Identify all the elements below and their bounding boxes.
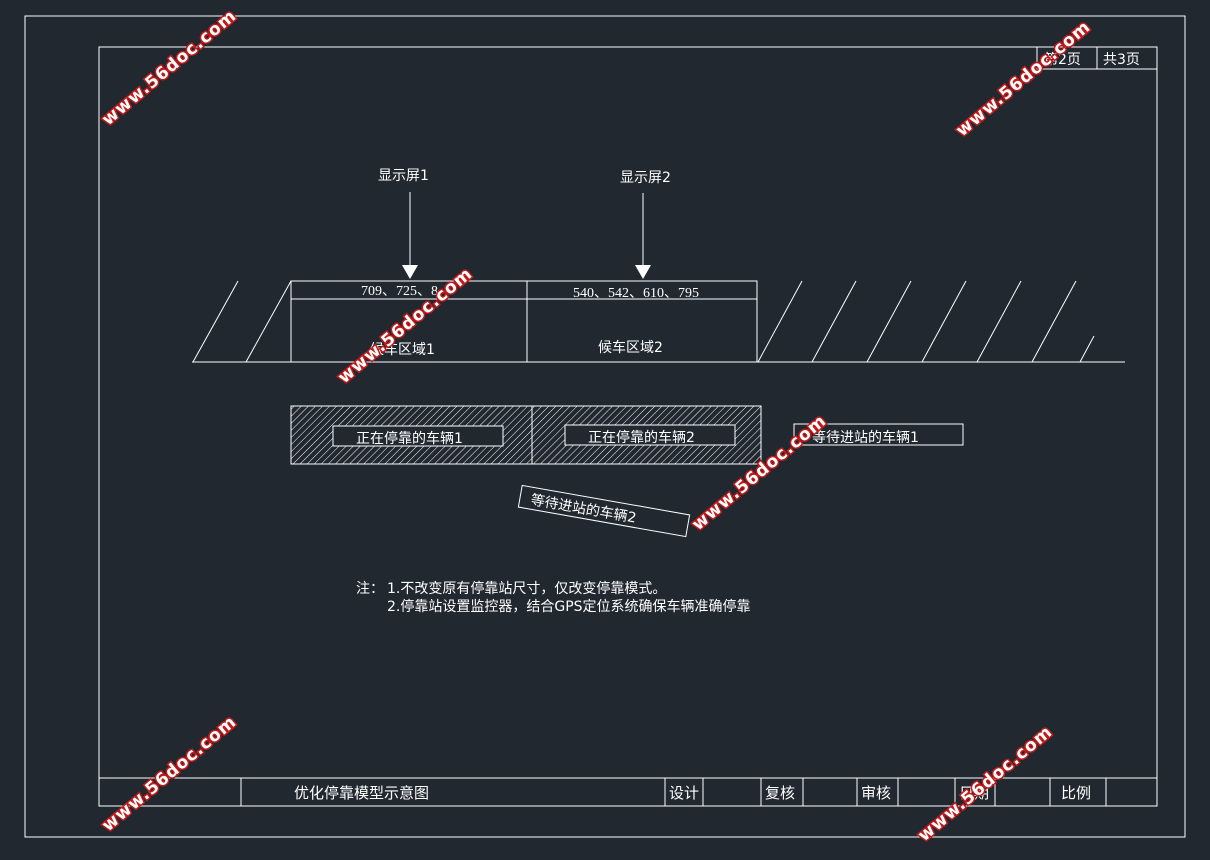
waiting-vehicle-1: 等待进站的车辆1 [793,423,964,446]
screen1-label: 显示屏1 [378,168,429,184]
note-1: 1.不改变原有停靠站尺寸，仅改变停靠模式。 [387,580,666,597]
docked-vehicle-2: 正在停靠的车辆2 [564,424,736,446]
inner-frame [98,46,1158,807]
arrow-down-icon [635,265,651,279]
watermark: www.56doc.com [952,17,1094,141]
watermark: www.56doc.com [334,264,476,388]
docked-vehicle-2-label: 正在停靠的车辆2 [588,429,695,446]
total-pages-label: 共3页 [1103,52,1140,68]
zone1-routes: 709、725、8 [361,284,438,299]
screen2-label: 显示屏2 [620,170,671,186]
docked-vehicle-1-label: 正在停靠的车辆1 [356,430,463,447]
page-label: 第2页 [1044,51,1081,68]
design-label: 设计 [669,784,699,802]
hatching-right [757,280,1095,363]
note-2: 2.停靠站设置监控器，结合GPS定位系统确保车辆准确停靠 [387,598,751,615]
arrow-down-icon [402,265,418,279]
docked-vehicle-1: 正在停靠的车辆1 [332,425,504,447]
date-label: 日期 [959,784,989,802]
watermark: www.56doc.com [98,6,240,130]
outer-frame [24,15,1186,838]
waiting-vehicle-2: 等待进站的车辆2 [517,484,691,538]
zone1-label: 候车区域1 [370,341,435,358]
display-screen-2: 显示屏2 [620,170,671,279]
drawing-title: 优化停靠模型示意图 [294,784,429,802]
hatching-left [192,280,292,363]
waiting-vehicle-1-label: 等待进站的车辆1 [812,429,919,446]
scale-label: 比例 [1061,784,1091,802]
zone2-routes: 540、542、610、795 [573,286,699,301]
display-screen-1: 显示屏1 [378,168,429,279]
page-number-box: 第2页 共3页 [1036,46,1158,70]
watermark: www.56doc.com [914,722,1056,846]
review-label: 复核 [765,784,795,802]
watermark: www.56doc.com [98,712,240,836]
title-block: 优化停靠模型示意图 设计 复核 审核 日期 比例 [99,777,1157,806]
audit-label: 审核 [861,784,891,802]
notes-prefix: 注： [356,581,384,597]
notes: 注： 1.不改变原有停靠站尺寸，仅改变停靠模式。 2.停靠站设置监控器，结合GP… [356,580,751,615]
zone2-label: 候车区域2 [598,339,663,356]
docking-bay: 正在停靠的车辆1 正在停靠的车辆2 [290,405,762,465]
waiting-zones: 709、725、8 540、542、610、795 候车区域1 候车区域2 [290,280,758,363]
